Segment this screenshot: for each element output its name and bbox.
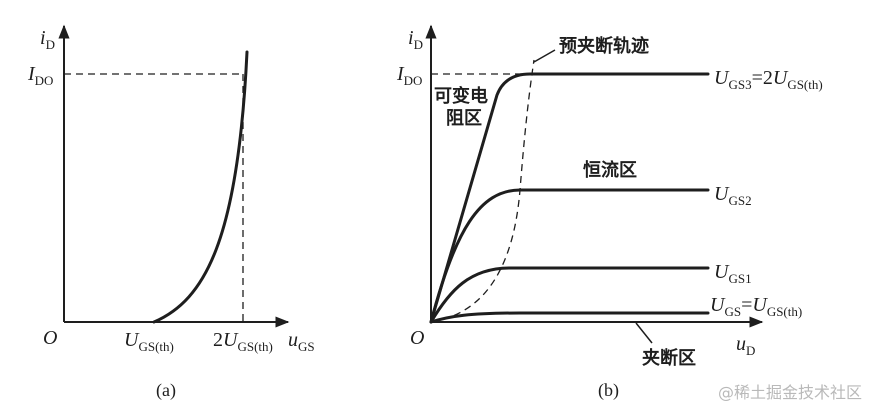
panel-b-curve-ugs2	[429, 188, 710, 324]
panel-a-transfer-curve	[152, 50, 249, 324]
panel-a-y-axis-label: iD	[40, 27, 55, 52]
panel-a-x-tick-2ugsth: 2UGS(th)	[213, 329, 273, 354]
panel-a-origin-label: O	[43, 327, 57, 349]
panel-b-label-ugs3: UGS3=2UGS(th)	[714, 67, 823, 92]
panel-b-curve-ugs3	[429, 72, 710, 324]
panel-b-caption: (b)	[598, 380, 619, 401]
panel-b-x-axis-label: uD	[736, 333, 755, 358]
panel-b-output-characteristic: iD IDO O uD 可变电 阻区 恒流区 夹断区 预夹断轨迹 UGS3=2U…	[396, 24, 823, 401]
watermark-text: @稀土掘金技术社区	[718, 383, 862, 402]
panel-b-origin-label: O	[410, 327, 424, 349]
panel-a-x-axis-label: uGS	[288, 329, 315, 354]
panel-b-label-ugs1: UGS1	[714, 261, 752, 286]
panel-b-region-variable-resistance: 可变电	[434, 85, 488, 107]
panel-b-y-axis-label: iD	[408, 27, 423, 52]
panel-a-ido-label: IDO	[27, 63, 53, 88]
panel-b-ido-label: IDO	[396, 63, 422, 88]
panel-b-cutoff-pointer	[635, 322, 653, 344]
panel-b-curve-ugs1	[429, 266, 710, 324]
panel-b-pinchoff-pointer	[533, 49, 556, 63]
panel-b-region-variable-resistance-2: 阻区	[446, 108, 482, 129]
panel-a-caption: (a)	[156, 380, 176, 401]
panel-b-region-cutoff: 夹断区	[642, 347, 696, 369]
panel-b-pinchoff-locus	[430, 59, 535, 323]
panel-b-label-ugs-threshold: UGS=UGS(th)	[710, 294, 802, 319]
panel-b-label-ugs2: UGS2	[714, 183, 752, 208]
panel-a-transfer-characteristic: iD IDO O UGS(th) 2UGS(th) uGS (a)	[27, 24, 315, 401]
panel-a-x-tick-ugsth: UGS(th)	[124, 329, 174, 354]
panel-b-pinchoff-locus-label: 预夹断轨迹	[559, 35, 649, 57]
panel-b-curve-ugs-threshold	[429, 311, 710, 324]
panel-b-region-constant-current: 恒流区	[583, 159, 637, 181]
